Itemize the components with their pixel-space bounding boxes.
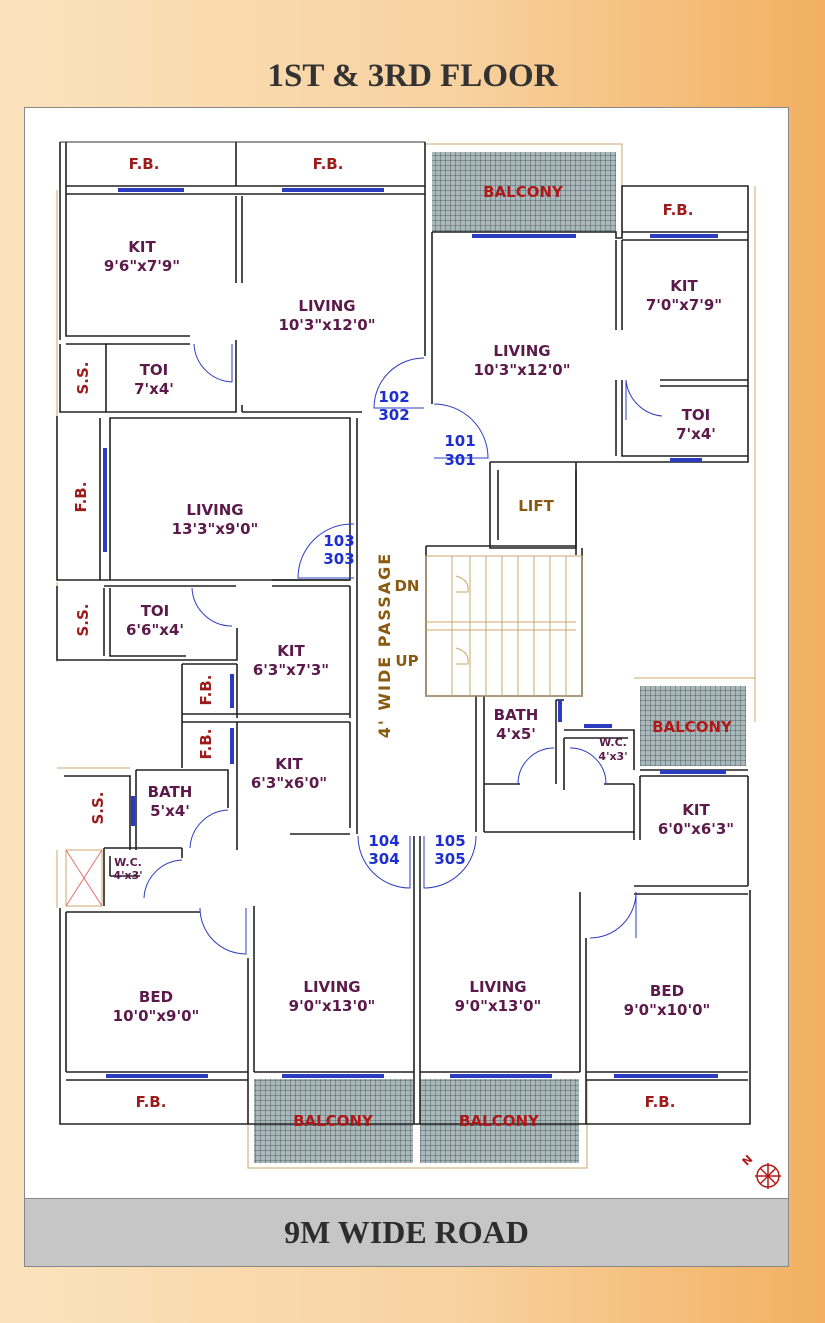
fb-label: F.B.: [313, 155, 344, 173]
floor-title: 1ST & 3RD FLOOR: [267, 58, 558, 94]
doors: [143, 343, 663, 955]
room-name: BATH: [494, 706, 539, 724]
balcony-bottom-left: [254, 1079, 413, 1163]
windows: [103, 188, 726, 1078]
ss-label: S.S.: [74, 361, 92, 394]
ss-label: S.S.: [74, 603, 92, 636]
walls: [56, 141, 751, 1125]
room-name: LIVING: [303, 978, 360, 996]
room-name: BATH: [148, 783, 193, 801]
flat-number: 303: [323, 550, 354, 568]
room-name: W.C.: [599, 736, 627, 749]
passage-label: 4' WIDE PASSAGE: [375, 552, 394, 738]
room-name: KIT: [670, 277, 698, 295]
room-name: LIVING: [469, 978, 526, 996]
room-size: 6'0"x6'3": [658, 820, 734, 838]
room-size: 4'x3': [113, 869, 142, 882]
room-name: W.C.: [114, 856, 142, 869]
flat-number: 105: [434, 832, 465, 850]
fb-label: F.B.: [197, 729, 215, 760]
road-label: 9M WIDE ROAD: [24, 1198, 789, 1267]
room-size: 6'3"x6'0": [251, 774, 327, 792]
room-name: TOI: [682, 406, 711, 424]
stair-down-label: DN: [394, 577, 419, 595]
room-size: 6'3"x7'3": [253, 661, 329, 679]
room-size: 9'0"x13'0": [289, 997, 376, 1015]
room-size: 9'0"x10'0": [624, 1001, 711, 1019]
room-size: 4'x3': [598, 750, 627, 763]
room-name: BED: [139, 988, 173, 1006]
room-name: TOI: [140, 361, 169, 379]
balcony-bottom-right: [420, 1079, 579, 1163]
flat-number: 103: [323, 532, 354, 550]
room-name: KIT: [277, 642, 305, 660]
flat-number: 302: [378, 406, 409, 424]
compass-icon: N: [740, 1153, 781, 1189]
flat-number: 101: [444, 432, 475, 450]
room-size: 10'3"x12'0": [473, 361, 570, 379]
room-size: 13'3"x9'0": [172, 520, 259, 538]
room-name: LIVING: [186, 501, 243, 519]
room-name: LIVING: [493, 342, 550, 360]
room-name: LIVING: [298, 297, 355, 315]
balcony-label: BALCONY: [652, 718, 733, 736]
room-size: 7'x4': [134, 380, 174, 398]
flat-number: 304: [368, 850, 399, 868]
ss-label: S.S.: [89, 791, 107, 824]
balcony-label: BALCONY: [483, 183, 564, 201]
fb-label: F.B.: [136, 1093, 167, 1111]
room-size: 7'0"x7'9": [646, 296, 722, 314]
room-size: 9'6"x7'9": [104, 257, 180, 275]
balcony-hatch-group: [254, 152, 746, 1163]
balcony-top: [432, 152, 616, 232]
balcony-right: [640, 686, 746, 766]
room-size: 5'x4': [150, 802, 190, 820]
room-size: 4'x5': [496, 725, 536, 743]
room-size: 6'6"x4': [126, 621, 184, 639]
flat-number: 104: [368, 832, 399, 850]
fb-label: F.B.: [197, 675, 215, 706]
room-name: BED: [650, 982, 684, 1000]
room-size: 10'3"x12'0": [278, 316, 375, 334]
room-size: 10'0"x9'0": [113, 1007, 200, 1025]
stair-up-label: UP: [395, 652, 418, 670]
balcony-label: BALCONY: [459, 1112, 540, 1130]
flat-number: 305: [434, 850, 465, 868]
north-label: N: [740, 1153, 756, 1169]
room-name: KIT: [128, 238, 156, 256]
lift-label: LIFT: [518, 497, 554, 515]
flat-number: 301: [444, 451, 475, 469]
flat-number: 102: [378, 388, 409, 406]
fb-label: F.B.: [72, 482, 90, 513]
room-size: 7'x4': [676, 425, 716, 443]
room-name: KIT: [275, 755, 303, 773]
fb-label: F.B.: [645, 1093, 676, 1111]
staircase: [425, 555, 583, 697]
room-name: KIT: [682, 801, 710, 819]
fb-label: F.B.: [663, 201, 694, 219]
room-name: TOI: [141, 602, 170, 620]
fb-label: F.B.: [129, 155, 160, 173]
balcony-label: BALCONY: [293, 1112, 374, 1130]
duct-cross: [65, 849, 103, 907]
room-size: 9'0"x13'0": [455, 997, 542, 1015]
